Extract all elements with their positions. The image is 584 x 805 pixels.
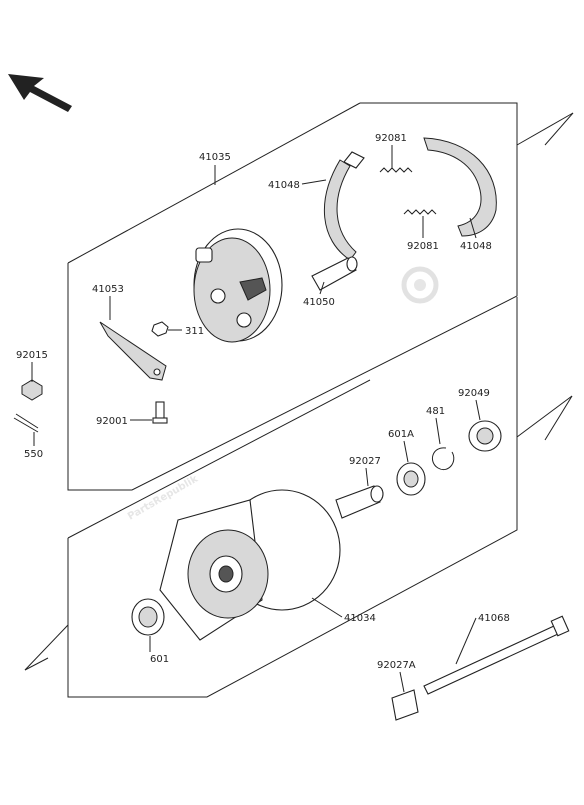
axle-part — [423, 615, 570, 695]
svg-text:550: 550 — [24, 449, 43, 460]
callout-92027A: 92027A — [377, 660, 416, 693]
callout-311: 311 — [168, 326, 204, 337]
hub-group-frame — [24, 297, 573, 698]
svg-text:41048: 41048 — [460, 241, 492, 252]
callout-550: 550 — [24, 432, 43, 460]
callout-41035: 41035 — [199, 152, 231, 185]
brake-cam-lever-part — [99, 321, 167, 381]
svg-text:601: 601 — [150, 654, 169, 665]
brake-panel-part — [193, 228, 283, 343]
watermark: PartsRepublik — [126, 473, 200, 522]
callout-41068: 41068 — [455, 613, 510, 665]
lever-nut-part — [21, 379, 43, 401]
wheel-hub-part — [159, 489, 341, 641]
callout-41048-lower: 41048 — [460, 217, 492, 252]
bearing-601A-part — [396, 462, 426, 496]
svg-text:92081: 92081 — [375, 133, 407, 144]
svg-text:92081: 92081 — [407, 241, 439, 252]
brake-panel-group-frame — [67, 102, 574, 491]
svg-text:311: 311 — [185, 326, 204, 337]
front-direction-arrow-icon — [8, 74, 72, 112]
callout-92049: 92049 — [458, 388, 490, 421]
callout-92015: 92015 — [16, 350, 48, 382]
svg-text:92027: 92027 — [349, 456, 381, 467]
callout-92001: 92001 — [96, 416, 152, 427]
svg-text:41048: 41048 — [268, 180, 300, 191]
callout-92081-upper: 92081 — [375, 133, 407, 168]
svg-text:92027A: 92027A — [377, 660, 416, 671]
svg-text:PartsRepublik: PartsRepublik — [126, 473, 200, 522]
svg-text:41068: 41068 — [478, 613, 510, 624]
svg-text:92049: 92049 — [458, 388, 490, 399]
callout-41050: 41050 — [303, 281, 335, 308]
callout-92081-lower: 92081 — [407, 216, 439, 252]
svg-text:481: 481 — [426, 406, 445, 417]
svg-text:601A: 601A — [388, 429, 414, 440]
bolt-part — [152, 401, 168, 424]
spacer-92027-part — [335, 485, 384, 519]
svg-text:41035: 41035 — [199, 152, 231, 163]
watermark-gear-icon — [401, 266, 439, 304]
callout-41034: 41034 — [311, 597, 376, 624]
svg-text:92001: 92001 — [96, 416, 128, 427]
cotter-pin-part — [13, 413, 39, 433]
callout-92027: 92027 — [349, 456, 381, 487]
svg-text:41050: 41050 — [303, 297, 335, 308]
callout-41048-upper: 41048 — [268, 179, 327, 191]
brake-cam-part — [311, 256, 358, 291]
brake-spring-lower-part — [403, 209, 437, 215]
brake-spring-upper-part — [379, 167, 413, 173]
circlip-part — [431, 447, 455, 470]
nut-part — [151, 321, 169, 337]
callout-601A: 601A — [388, 429, 414, 463]
callout-41053: 41053 — [92, 284, 124, 320]
svg-text:41053: 41053 — [92, 284, 124, 295]
bearing-601-part — [131, 598, 165, 636]
brake-shoe-right-part — [423, 137, 497, 237]
brake-shoe-left-part — [323, 151, 365, 261]
svg-text:92015: 92015 — [16, 350, 48, 361]
spacer-92027A-part — [391, 689, 419, 721]
callout-601: 601 — [149, 636, 169, 665]
oil-seal-part — [468, 420, 502, 452]
callout-481: 481 — [426, 406, 445, 445]
svg-text:41034: 41034 — [344, 613, 376, 624]
